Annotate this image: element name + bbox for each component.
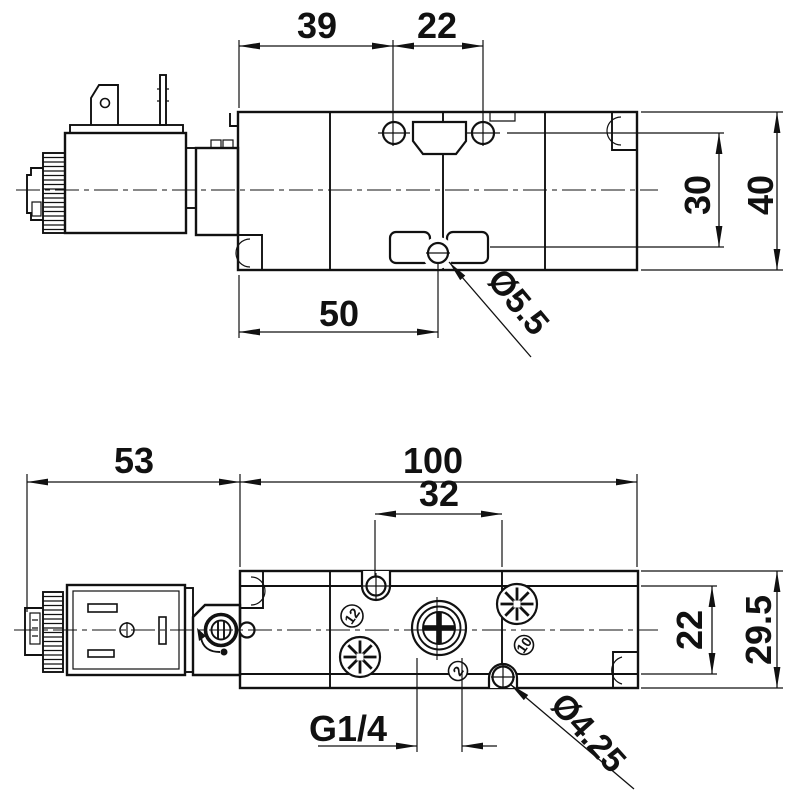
- leader-dia-4-25: [509, 683, 635, 790]
- port-bubble-12: 12: [340, 604, 364, 628]
- ground-pin: [159, 74, 167, 126]
- knurl-grooves: [43, 595, 63, 670]
- tab-bottom-left-arc: [235, 238, 251, 268]
- tab-bottom-right: [612, 651, 638, 688]
- override-arc-dot: [220, 648, 228, 656]
- ext-lines-53-100: [26, 474, 638, 612]
- bottom-view: 12 2 10 53 100 32: [14, 440, 783, 790]
- dim-40-label: 40: [740, 175, 781, 215]
- spade-terminal: [90, 84, 119, 125]
- tab-bottom-right-arc: [611, 656, 623, 685]
- ext-lines-40: [641, 111, 783, 271]
- ext-lines-30: [378, 132, 724, 248]
- ext-lines-29-5: [641, 570, 783, 689]
- bubble-ring: [513, 634, 535, 656]
- star-center: [356, 653, 364, 661]
- dim-29-5-label: 29.5: [738, 595, 779, 665]
- end-bracket: [24, 607, 42, 656]
- top-edge-notch: [489, 112, 516, 122]
- leader-dia-5-5: [448, 261, 532, 358]
- end-cap-clip: [31, 201, 42, 217]
- port-thread: [416, 605, 462, 651]
- top-view: 39 22 30 40 50 Ø5.5: [16, 5, 783, 358]
- bottom-slot-right: [445, 230, 490, 265]
- dim-30-label: 30: [677, 175, 718, 215]
- knurl-grooves: [43, 156, 65, 231]
- star-center: [513, 600, 521, 608]
- thread-g14-label: G1/4: [309, 708, 387, 749]
- dim-22-label: 22: [669, 610, 710, 650]
- dim-100-label: 100: [403, 440, 463, 481]
- dia-5-5-label: Ø5.5: [480, 262, 556, 343]
- connector-slot-top: [87, 603, 118, 613]
- end-cap: [26, 167, 43, 221]
- terminal-hole: [99, 97, 111, 109]
- dim-50-label: 50: [319, 293, 359, 334]
- override-rotate-arc: [200, 637, 221, 653]
- port-bubble-2: 2: [447, 660, 469, 682]
- tab-top-right-arc: [606, 116, 622, 146]
- port-10-label: 10: [513, 634, 535, 656]
- dia-4-25-label: Ø4.25: [543, 686, 633, 780]
- ext-lines-50: [238, 264, 439, 338]
- ext-lines-22: [641, 585, 717, 675]
- exhaust-port-star-left: [338, 635, 382, 679]
- ext-lines-g14: [416, 658, 463, 752]
- tab-bottom-left: [238, 234, 263, 270]
- valve-body-top: [229, 110, 639, 272]
- bottom-view-dimensions: 53 100 32 22 29.5 G1/4 Ø4.25: [26, 440, 783, 790]
- coil-top-plate: [69, 124, 184, 134]
- end-bracket-ticks: [32, 619, 38, 637]
- tab-top-left-arc: [250, 576, 266, 606]
- dim-22-label: 22: [417, 5, 457, 46]
- end-bracket-slot: [29, 612, 41, 645]
- top-left-step: [229, 113, 238, 127]
- pilot-port-g14: [410, 599, 468, 657]
- dim-53-label: 53: [114, 440, 154, 481]
- dim-39-label: 39: [297, 5, 337, 46]
- top-port-slot: [411, 120, 468, 156]
- ext-lines-top: [238, 40, 484, 146]
- top-view-dimensions: 39 22 30 40 50 Ø5.5: [238, 5, 783, 358]
- override-arrow-tip: [197, 628, 206, 641]
- mount-hole-top-crosshair: [363, 573, 389, 599]
- bubble-ring: [447, 660, 469, 682]
- exhaust-port-star-right: [495, 582, 539, 626]
- adapter-block: [194, 146, 240, 237]
- port-bubble-10: 10: [513, 634, 535, 656]
- pin-ticks: [157, 88, 169, 102]
- tab-top-right: [611, 112, 637, 151]
- plug-slot-v: [436, 612, 442, 644]
- adapter-lug-right: [222, 139, 234, 149]
- connector-slot-bottom: [87, 649, 115, 658]
- solenoid-coil-side: [26, 74, 240, 237]
- bubble-ring: [340, 604, 364, 628]
- armature-tube: [185, 147, 197, 209]
- adapter-lug-left: [210, 139, 222, 149]
- dim-32-label: 32: [419, 473, 459, 514]
- ext-lines-32: [374, 520, 503, 577]
- coil-body: [63, 131, 188, 235]
- body-inner-edges: [240, 585, 638, 675]
- mount-hole-bottom-crosshair: [491, 665, 515, 689]
